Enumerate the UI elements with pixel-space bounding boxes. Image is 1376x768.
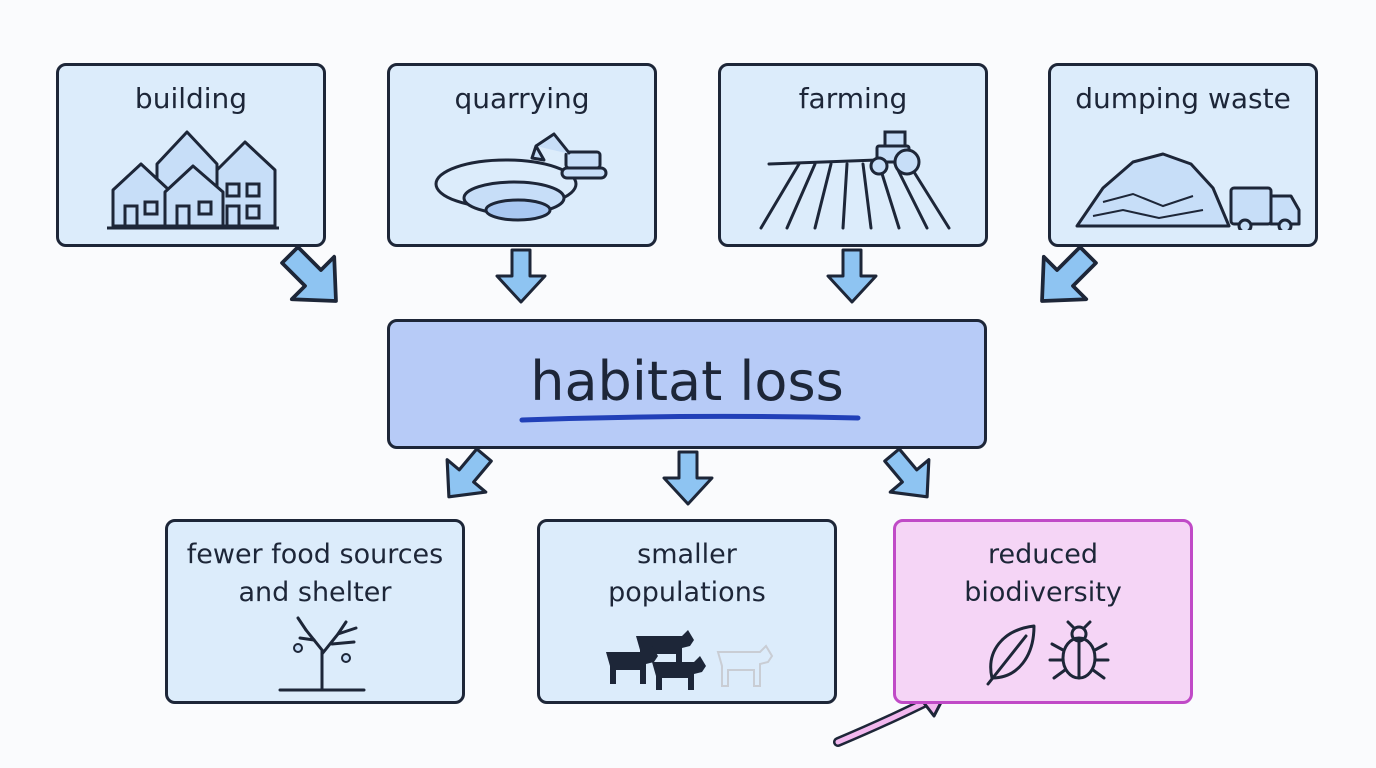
cause-label: farming <box>798 82 908 115</box>
effect-box-biodiversity: reduced biodiversity <box>893 519 1193 704</box>
cause-box-building: building <box>56 63 326 247</box>
leaf-icon <box>986 624 1036 686</box>
effect-label-line1: fewer food sources <box>186 539 444 570</box>
effect-label-line2: biodiversity <box>964 577 1122 608</box>
arrow-building-to-habitat <box>266 231 360 325</box>
title-underline <box>519 413 861 423</box>
arrow-habitat-to-populations <box>662 450 714 506</box>
arrow-habitat-to-biodiversity <box>871 437 948 515</box>
arrow-farming-to-habitat <box>826 248 878 304</box>
habitat-loss-box: habitat loss <box>387 319 987 449</box>
arrow-quarrying-to-habitat <box>495 248 547 304</box>
cause-box-farming: farming <box>718 63 988 247</box>
cause-box-quarrying: quarrying <box>387 63 657 247</box>
effect-label: smaller populations <box>540 536 834 612</box>
bare-tree-icon <box>278 616 366 692</box>
cause-label: building <box>134 82 248 115</box>
quarry-excavator-icon <box>434 132 608 222</box>
beetle-icon <box>1048 620 1110 680</box>
cattle-icon <box>606 630 774 690</box>
tractor-field-icon <box>759 130 951 230</box>
landfill-truck-icon <box>1075 152 1301 230</box>
houses-icon <box>107 130 279 230</box>
effect-label: reduced biodiversity <box>896 536 1190 612</box>
effect-label-line2: populations <box>608 577 766 608</box>
cause-box-dumping-waste: dumping waste <box>1048 63 1318 247</box>
cause-label: dumping waste <box>1075 82 1291 115</box>
effect-label-line1: reduced <box>988 539 1098 570</box>
effect-box-populations: smaller populations <box>537 519 837 704</box>
habitat-loss-title: habitat loss <box>530 350 844 413</box>
arrow-dumping-to-habitat <box>1018 231 1112 325</box>
effect-label: fewer food sources and shelter <box>168 536 462 612</box>
effect-label-line1: smaller <box>637 539 737 570</box>
arrow-habitat-to-food <box>428 437 505 515</box>
cause-label: quarrying <box>454 82 590 115</box>
effect-box-food-shelter: fewer food sources and shelter <box>165 519 465 704</box>
effect-label-line2: and shelter <box>238 577 392 608</box>
